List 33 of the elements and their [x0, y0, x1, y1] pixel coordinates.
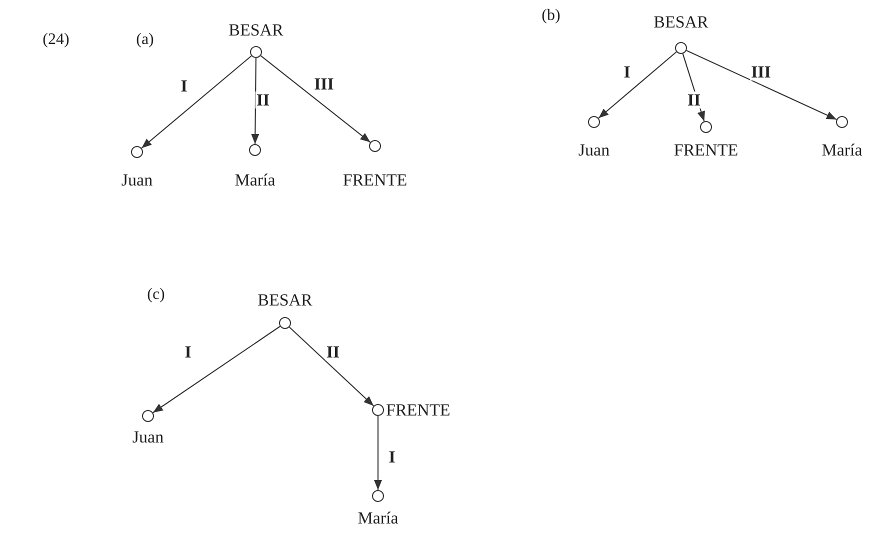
example-label: (c) — [147, 287, 165, 303]
arrow — [289, 326, 374, 406]
example-label: (a) — [136, 32, 154, 48]
arrow — [152, 326, 280, 414]
node-label: BESAR — [258, 292, 312, 308]
edge-label: III — [313, 76, 335, 92]
example-label: (b) — [542, 8, 560, 24]
arrow — [251, 58, 260, 144]
edge-label: I — [180, 78, 188, 94]
node-label: Juan — [578, 142, 610, 158]
arrow — [260, 55, 371, 143]
edge-label: II — [325, 344, 341, 360]
arrow — [598, 51, 677, 119]
arrow — [686, 50, 837, 120]
edge-label: I — [184, 344, 192, 360]
node-label: FRENTE — [386, 402, 450, 418]
edge-label: I — [622, 64, 632, 80]
node-label: BESAR — [654, 14, 708, 30]
example-label: (24) — [42, 32, 70, 48]
edge-label: II — [686, 92, 702, 108]
edge-label: III — [750, 64, 772, 80]
node-label: María — [822, 142, 862, 158]
node-label: FRENTE — [674, 142, 738, 158]
node-label: FRENTE — [342, 172, 408, 188]
arrow — [374, 416, 382, 490]
node-label: María — [358, 510, 398, 526]
node-label: María — [234, 172, 276, 188]
node-label: BESAR — [228, 22, 284, 38]
node-label: Juan — [121, 172, 153, 188]
edge-label: II — [255, 92, 271, 108]
node-label: Juan — [132, 428, 164, 446]
edge-label: I — [388, 448, 396, 466]
arrow — [141, 55, 252, 149]
